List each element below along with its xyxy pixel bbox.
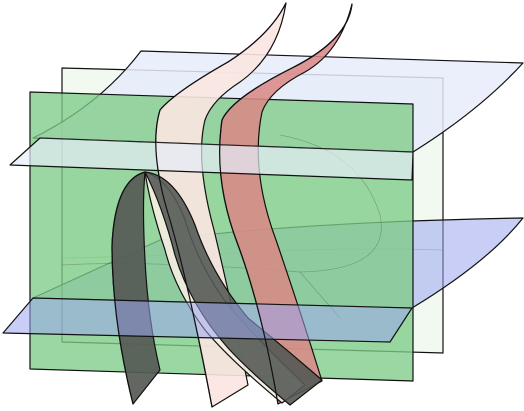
pink-sheet-outline bbox=[155, 2, 287, 408]
lower-plane-front bbox=[2, 297, 413, 343]
dark-sheet-outline bbox=[111, 171, 146, 405]
red-sheet-outline bbox=[219, 3, 353, 405]
upper-plane-fold bbox=[39, 137, 414, 153]
dark-sheet-right bbox=[144, 171, 323, 406]
